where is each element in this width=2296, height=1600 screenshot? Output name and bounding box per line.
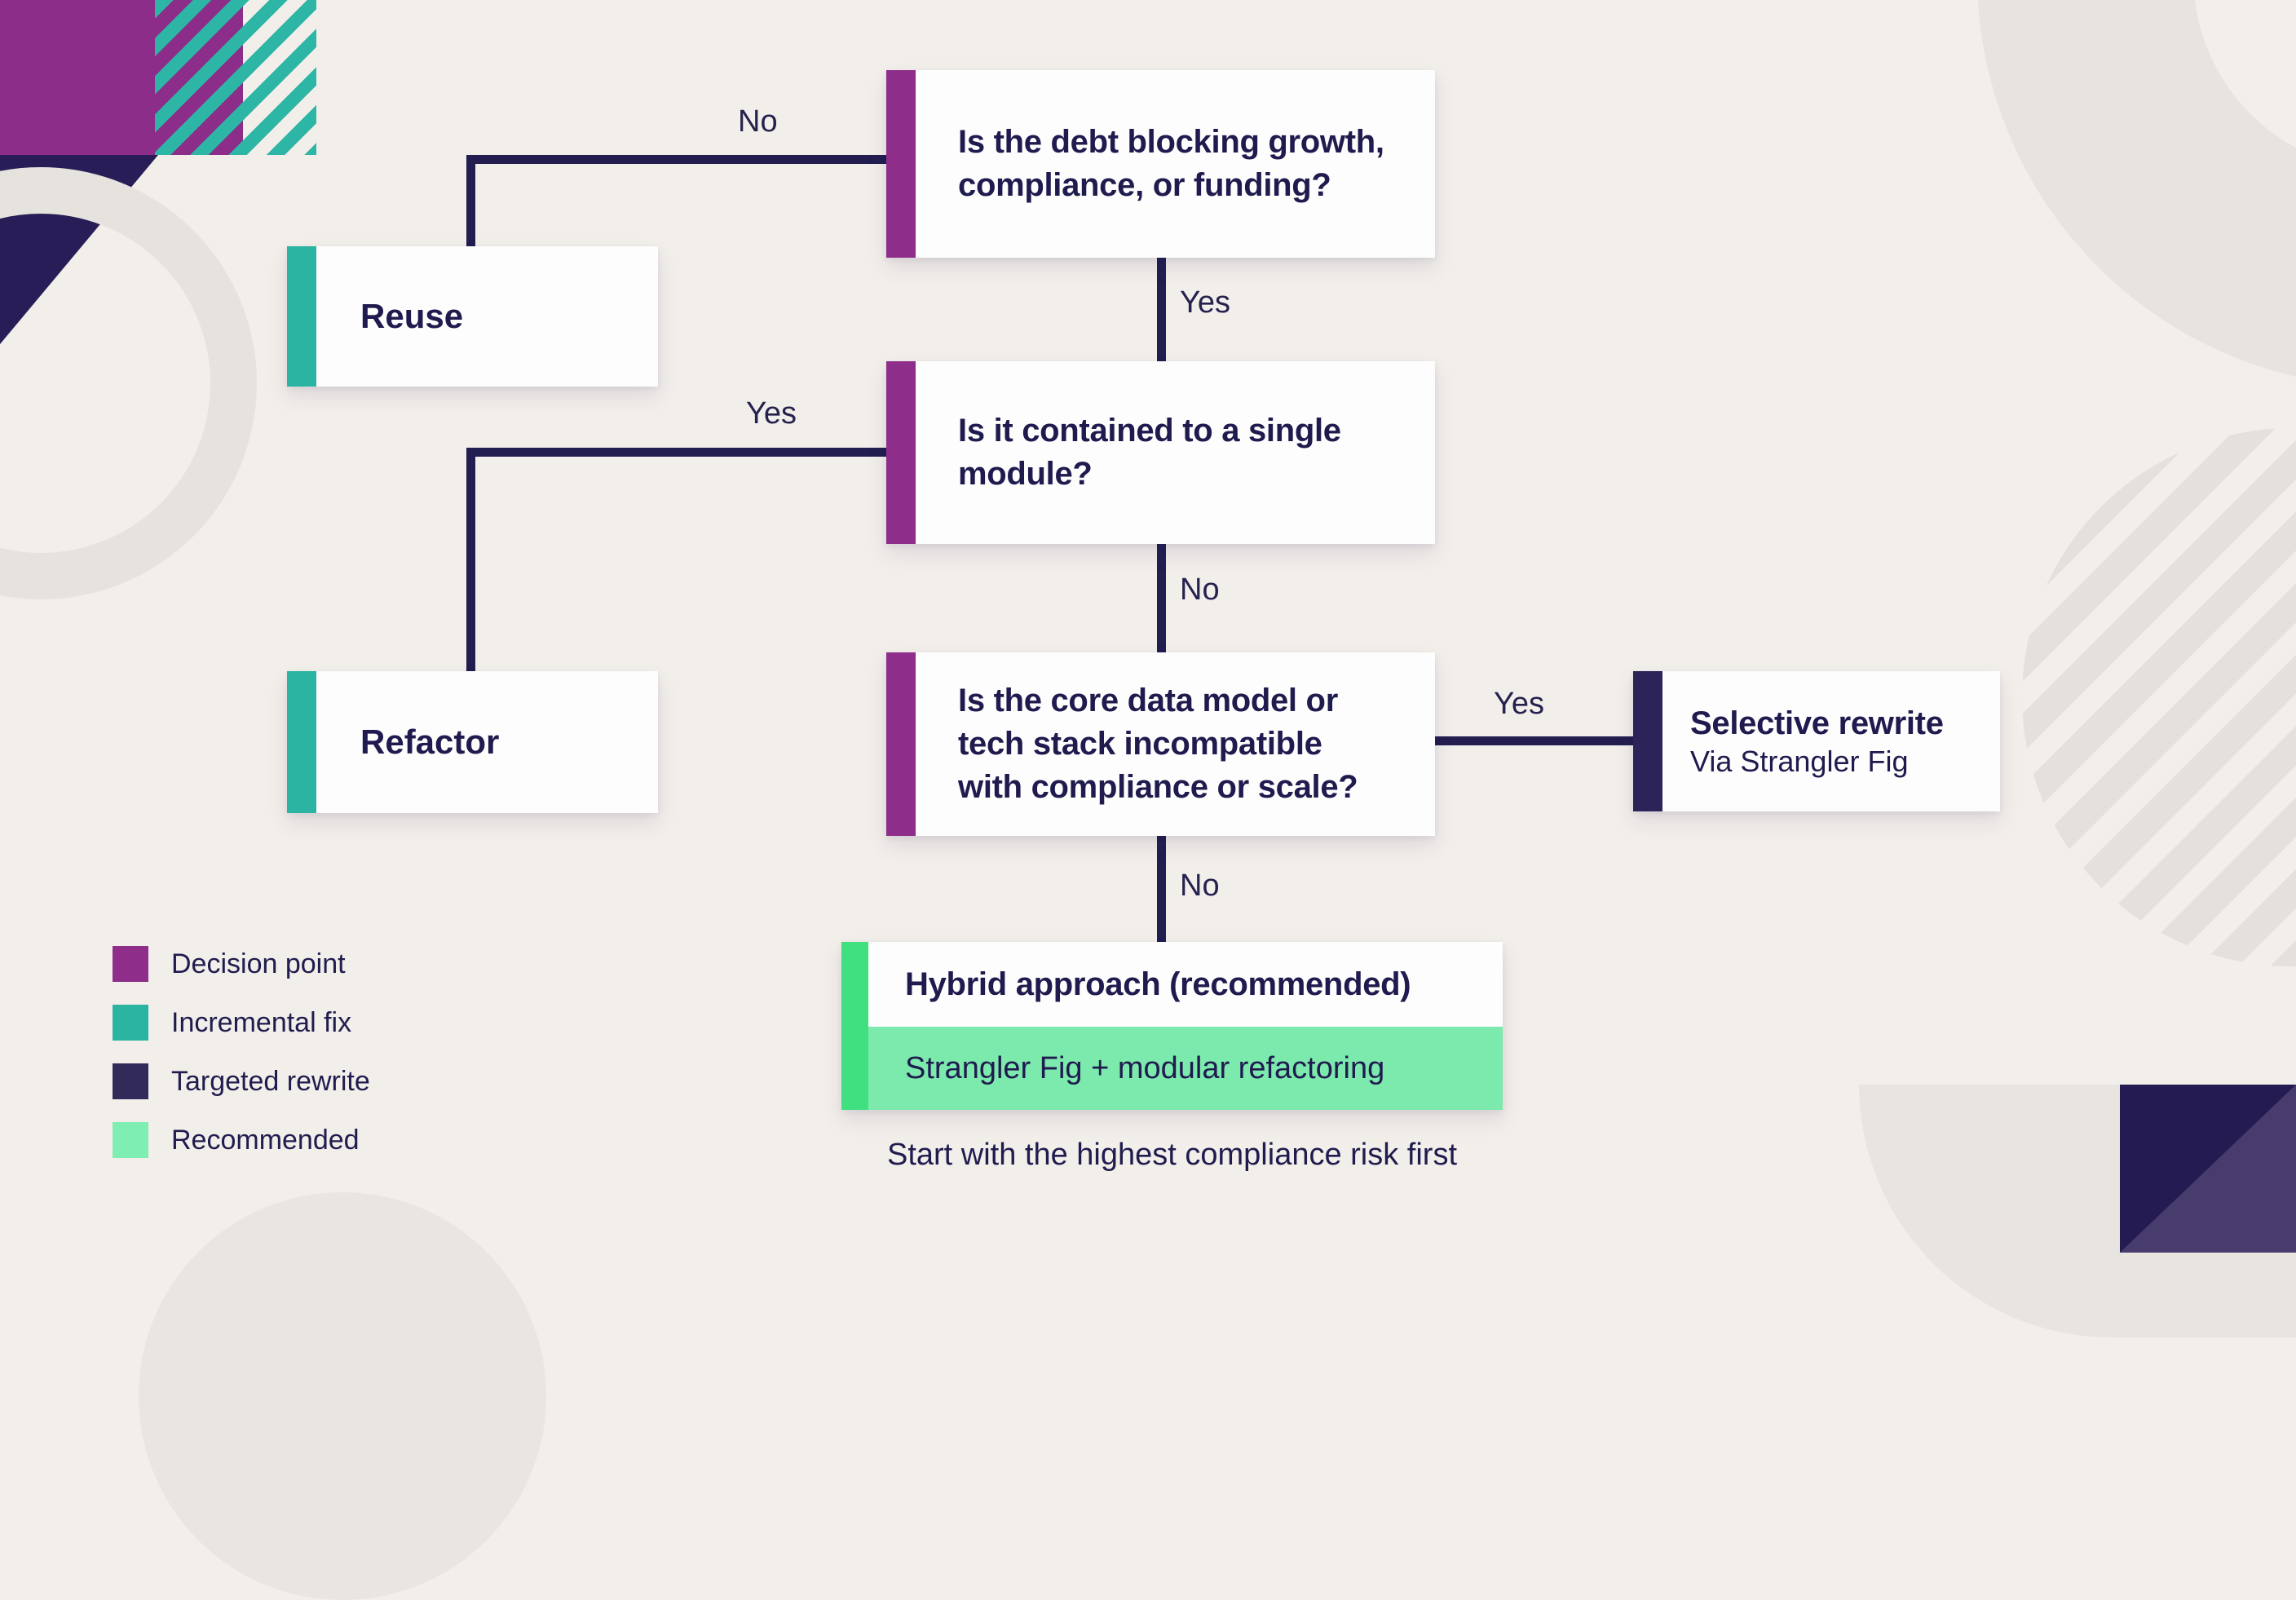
decor-navy-corner-square: [2120, 1085, 2296, 1253]
legend-swatch-targeted: [113, 1063, 148, 1099]
legend-label: Incremental fix: [171, 1006, 352, 1038]
footer-caption: Start with the highest compliance risk f…: [886, 1138, 1458, 1172]
connector-q1-no-horizontal: [466, 155, 889, 164]
recommended-color-bar: [841, 942, 868, 1110]
edge-label-q1-yes: Yes: [1180, 285, 1230, 320]
legend-item-recommended: Recommended: [113, 1122, 370, 1158]
legend: Decision point Incremental fix Targeted …: [113, 946, 370, 1181]
result-text: Refactor: [360, 723, 500, 761]
question-text: Is the debt blocking growth, compliance,…: [958, 124, 1384, 203]
result-subtitle: Via Strangler Fig: [1690, 745, 1909, 778]
decor-teal-stripes-square: [155, 0, 316, 155]
decor-gray-semicircle-bottom: [1859, 1085, 2296, 1337]
legend-swatch-incremental: [113, 1005, 148, 1041]
node-question-blocking: Is the debt blocking growth, compliance,…: [886, 70, 1435, 258]
connector-q3-yes-horizontal: [1435, 736, 1633, 745]
connector-q1-yes-vertical: [1157, 258, 1166, 361]
node-refactor: Refactor: [287, 671, 658, 813]
decor-navy-triangle: [0, 155, 158, 344]
result-subtitle: Strangler Fig + modular refactoring: [905, 1050, 1385, 1085]
decision-color-bar: [886, 652, 916, 836]
targeted-color-bar: [1633, 671, 1662, 811]
decor-purple-square: [0, 0, 243, 155]
edge-label-q1-no: No: [738, 104, 778, 139]
edge-label-q2-no: No: [1180, 572, 1220, 607]
flowchart-page: { "flowchart": { "nodes": { "q1": "Is th…: [0, 0, 2296, 1253]
result-title: Selective rewrite: [1690, 705, 1944, 741]
node-question-single-module: Is it contained to a single module?: [886, 361, 1435, 544]
legend-label: Targeted rewrite: [171, 1065, 370, 1097]
connector-q2-no-vertical: [1157, 544, 1166, 652]
decor-gray-ring-left: [0, 167, 257, 599]
edge-label-q3-no: No: [1180, 869, 1220, 903]
legend-swatch-decision: [113, 946, 148, 982]
node-question-incompatible: Is the core data model or tech stack inc…: [886, 652, 1435, 836]
node-hybrid-approach: Hybrid approach (recommended) Strangler …: [841, 942, 1503, 1110]
connector-q1-no-vertical: [466, 155, 475, 246]
legend-label: Recommended: [171, 1124, 360, 1156]
decor-gray-striped-circle: [2022, 428, 2296, 966]
decision-color-bar: [886, 70, 916, 258]
result-title: Hybrid approach (recommended): [905, 966, 1411, 1002]
edge-label-q2-yes: Yes: [746, 396, 797, 431]
legend-label: Decision point: [171, 948, 346, 979]
connector-q2-yes-vertical: [466, 448, 475, 671]
legend-item-decision-point: Decision point: [113, 946, 370, 982]
legend-item-incremental-fix: Incremental fix: [113, 1005, 370, 1041]
node-reuse: Reuse: [287, 246, 658, 387]
hybrid-subtitle-row: Strangler Fig + modular refactoring: [868, 1027, 1503, 1110]
decision-color-bar: [886, 361, 916, 544]
decor-gray-ring-top-right: [1977, 0, 2296, 387]
legend-swatch-recommended: [113, 1122, 148, 1158]
selective-rewrite-content: Selective rewrite Via Strangler Fig: [1633, 703, 1944, 780]
legend-item-targeted-rewrite: Targeted rewrite: [113, 1063, 370, 1099]
question-text: Is the core data model or tech stack inc…: [958, 683, 1358, 805]
question-text: Is it contained to a single module?: [958, 413, 1341, 492]
decor-gray-circle-bottom-left: [139, 1192, 546, 1600]
hybrid-title-row: Hybrid approach (recommended): [868, 942, 1503, 1027]
node-selective-rewrite: Selective rewrite Via Strangler Fig: [1633, 671, 2000, 811]
decor-navy-corner-triangle: [2120, 1085, 2296, 1253]
connector-q2-yes-horizontal: [466, 448, 889, 457]
incremental-color-bar: [287, 671, 316, 813]
edge-label-q3-yes: Yes: [1494, 687, 1544, 721]
result-text: Reuse: [360, 297, 464, 335]
connector-q3-no-vertical: [1157, 836, 1166, 944]
incremental-color-bar: [287, 246, 316, 387]
